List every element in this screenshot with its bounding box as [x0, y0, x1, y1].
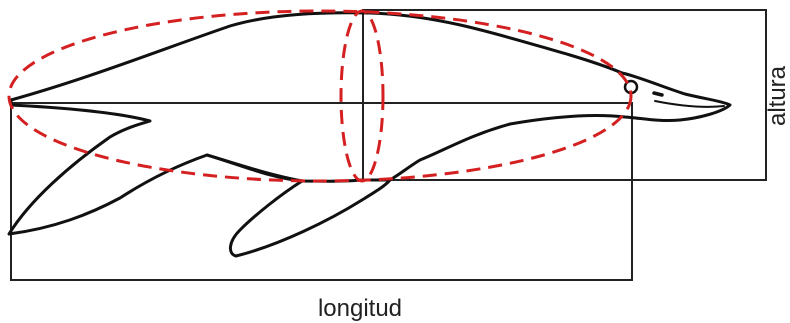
- measurement-ellipses: [9, 11, 631, 181]
- nostril-mark: [654, 93, 662, 95]
- length-ellipse: [9, 11, 631, 181]
- height-label: altura: [764, 65, 790, 126]
- length-box: [11, 103, 632, 280]
- rear-flipper: [230, 180, 390, 256]
- mouth-line: [655, 101, 724, 107]
- belly-line: [207, 155, 302, 181]
- height-box: [363, 10, 766, 180]
- plesiosaur-silhouette: [9, 13, 730, 256]
- length-label: longitud: [318, 295, 402, 322]
- body-outline: [9, 13, 730, 234]
